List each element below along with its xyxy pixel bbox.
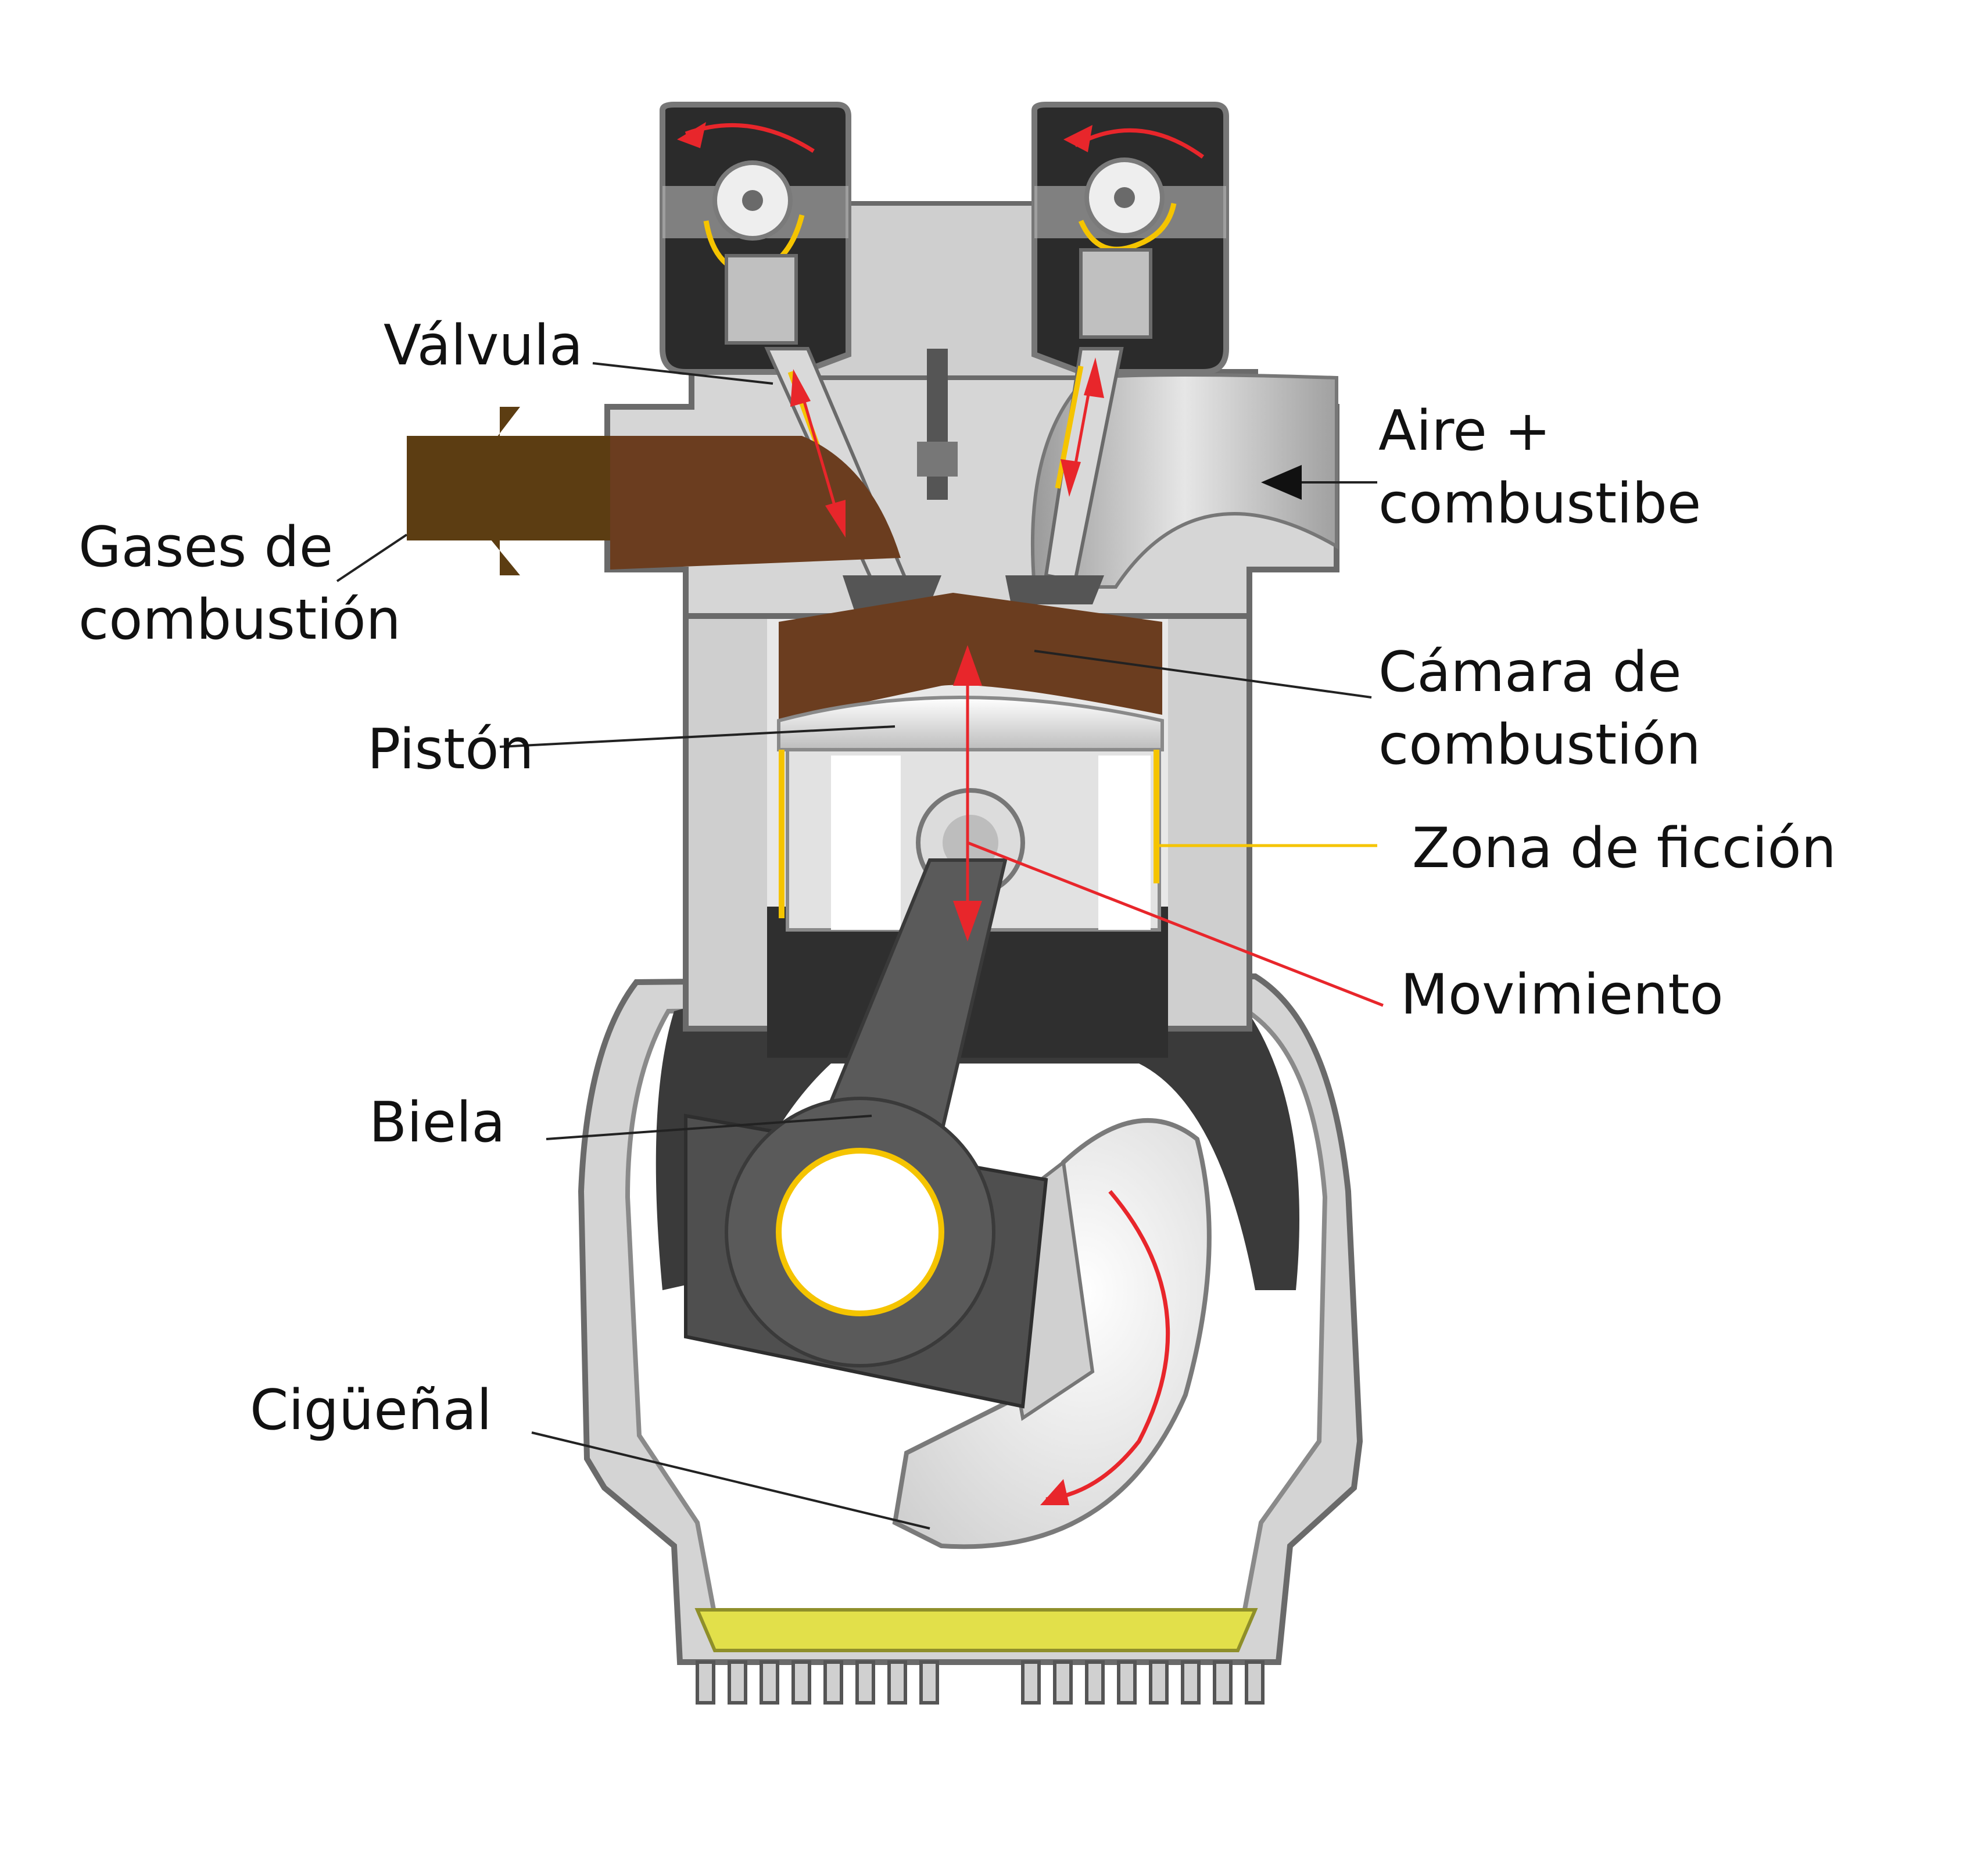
label-aire-line-1: Aire + [1378, 399, 1551, 463]
piston [777, 696, 1164, 932]
label-movimiento: Movimiento [1400, 963, 1724, 1027]
oil-level [694, 1608, 1258, 1652]
label-gases-line-2: combustión [78, 588, 401, 652]
crankshaft [684, 1097, 1212, 1549]
cam-housing-left [660, 102, 851, 375]
cooling-fins [696, 1660, 1265, 1705]
leader-ciguenal [531, 1431, 930, 1530]
label-camara-line-1: Cámara de [1378, 640, 1682, 704]
label-gases-de-combustion: Gases de combustión [78, 511, 401, 657]
label-camara-line-2: combustión [1378, 713, 1701, 777]
leader-valvula [592, 362, 773, 385]
label-biela: Biela [369, 1091, 506, 1155]
label-piston: Pistón [367, 718, 534, 782]
leader-camara [1034, 650, 1372, 699]
leader-gases [336, 534, 408, 582]
label-ciguenal: Cigüeñal [250, 1379, 492, 1442]
cam-housing-right [1031, 102, 1229, 375]
leader-piston [499, 725, 896, 748]
intake-valve [1005, 347, 1124, 604]
intake-arrow [1261, 465, 1302, 500]
label-valvula: Válvula [384, 314, 583, 378]
movement-arrows [790, 357, 1384, 1007]
friction-zone-markers [779, 750, 1159, 918]
leader-lines [336, 362, 1377, 1530]
exhaust-gas-flow [407, 407, 901, 575]
label-gases-line-1: Gases de [78, 515, 334, 579]
leader-biela [546, 1115, 872, 1140]
label-camara-de-combustion: Cámara de combustión [1378, 636, 1701, 782]
label-zona-de-friccion: Zona de ficción [1412, 817, 1836, 880]
label-aire-combustible: Aire + combustibe [1378, 395, 1701, 540]
label-aire-line-2: combustibe [1378, 472, 1702, 536]
